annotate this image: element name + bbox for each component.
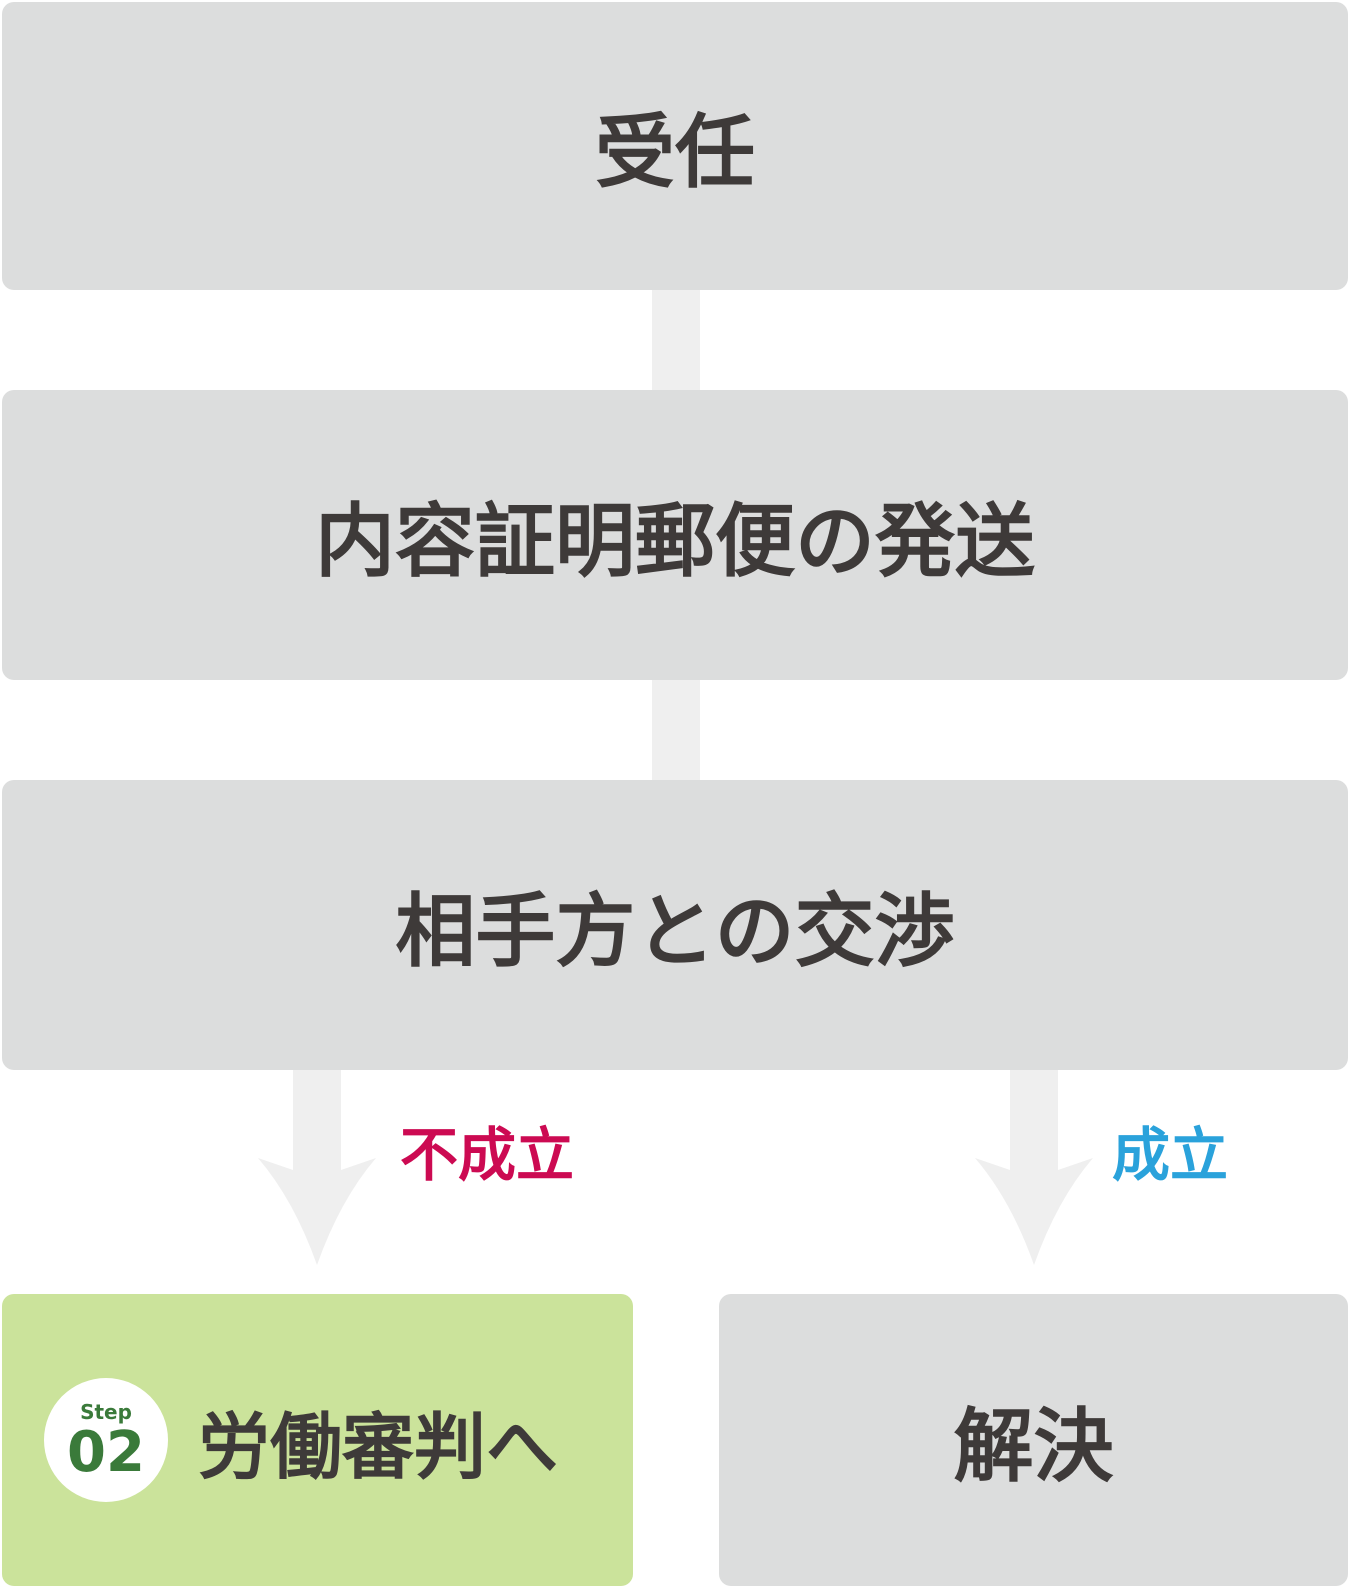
step-badge-number: 02: [67, 1420, 145, 1485]
step-resolved-box: 解決: [719, 1294, 1348, 1586]
step-accept-label: 受任: [595, 106, 755, 199]
connector-letter-to-negotiation: [652, 680, 700, 780]
step-resolved-label: 解決: [953, 1400, 1114, 1493]
step-letter-box: 内容証明郵便の発送: [2, 390, 1348, 680]
step-negotiation-label: 相手方との交渉: [395, 885, 955, 978]
arrow-fail: [258, 1070, 376, 1265]
step-negotiation-box: 相手方との交渉: [2, 780, 1348, 1070]
step-badge-word: Step: [80, 1400, 132, 1424]
branch-fail-label: 不成立: [400, 1121, 575, 1189]
step-badge: Step 02: [44, 1378, 168, 1502]
connector-accept-to-letter: [652, 290, 700, 390]
step-tribunal-box[interactable]: Step 02 労働審判へ: [2, 1294, 633, 1586]
step-accept-box: 受任: [2, 2, 1348, 290]
arrow-success: [975, 1070, 1093, 1265]
step-letter-label: 内容証明郵便の発送: [315, 495, 1035, 588]
branch-success-label: 成立: [1112, 1121, 1229, 1189]
step-tribunal-label: 労働審判へ: [198, 1404, 559, 1489]
